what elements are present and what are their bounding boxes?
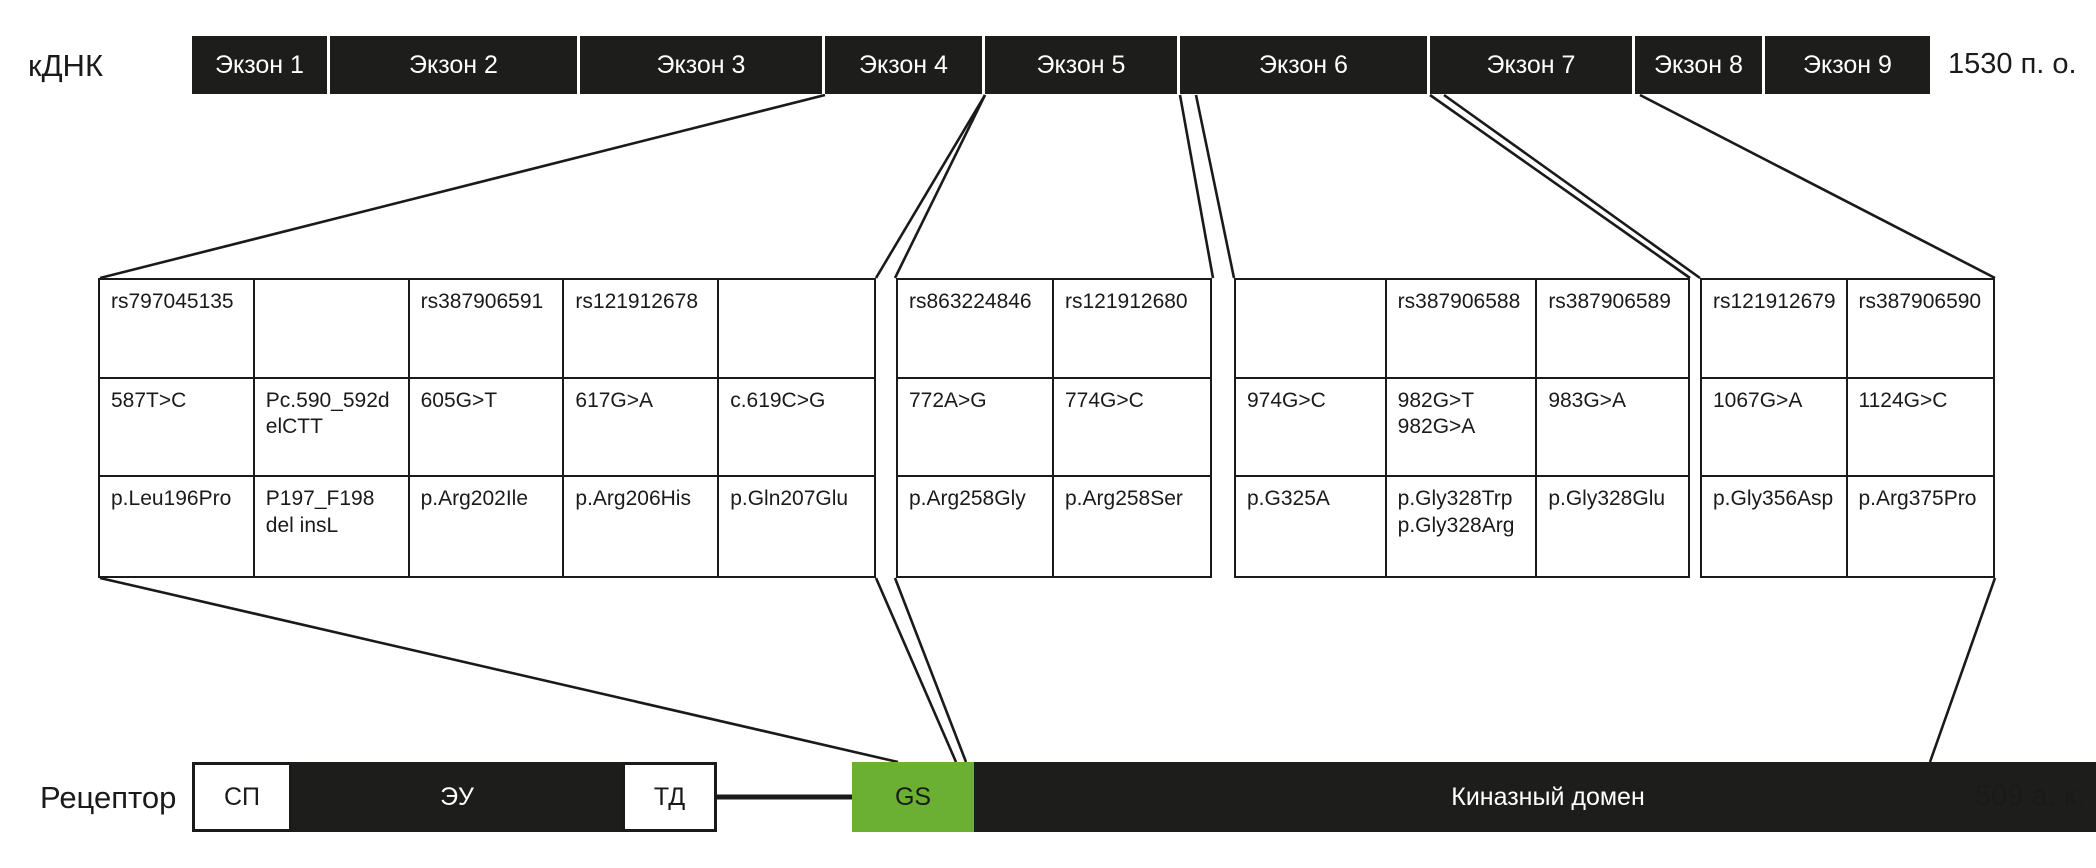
leader-exon3-left [99,93,826,280]
variant-cell-rsid: rs387906589 [1537,280,1688,379]
leader-exon7-right2 [1443,93,1701,280]
leader-down-block2a [874,577,958,763]
exon-label: Экзон 1 [215,50,304,79]
exon-box-6: Экзон 6 [1180,36,1430,94]
variant-column: 974G>C p.G325A [1236,280,1387,576]
variant-column: c.619C>G p.Gln207Glu [719,280,874,576]
leader-exon7-right [1639,93,1996,280]
receptor-domain-label: GS [894,782,932,811]
cdna-length-label: 1530 п. о. [1948,48,2077,80]
receptor-domain-box: Киназный домен [974,762,2096,832]
variant-cell-rsid [254,280,408,379]
variant-cell-protein_change: p.Arg258Gly [909,487,1026,511]
leader-down-block4 [1928,577,1997,763]
variant-cell-cdna_change: 605G>T [409,379,563,478]
variant-cell-cdna_change: 974G>C [1236,379,1385,478]
exon-box-5: Экзон 5 [985,36,1180,94]
variant-cell-protein_change: P197_F198 del insL [265,487,375,537]
exon-label: Экзон 4 [859,50,948,79]
variant-cell-cdna_change: 772A>G [898,379,1052,478]
variant-cell-protein_change: p.Arg258Ser [1065,487,1183,511]
exon-box-2: Экзон 2 [330,36,580,94]
receptor-domain-box: СП [192,762,292,832]
variant-cell-rsid: rs797045135 [100,280,253,379]
variant-cell-protein_change: p.Gly328Trp p.Gly328Arg [1397,487,1515,537]
exon-box-9: Экзон 9 [1765,36,1930,94]
leader-exon7-left [1429,93,1691,280]
receptor-domain-label: ЭУ [440,782,474,811]
variant-cell-rsid: rs121912680 [1054,280,1210,379]
receptor-label: Рецептор [40,780,177,815]
exon-label: Экзон 7 [1486,50,1576,79]
variant-cell-rsid: rs387906591 [409,280,563,379]
variant-cell-cdna_change: 587T>C [100,379,253,478]
receptor-domain-label: Киназный домен [1451,782,1645,811]
variant-cell-protein_change: p.Gln207Glu [730,487,849,511]
receptor-domain-label: СП [223,782,261,811]
leader-exon5-left [1178,94,1215,279]
exon-label: Экзон 3 [656,50,746,79]
cdna-exon-track: Экзон 1 Экзон 2 Экзон 3 Экзон 4 Экзон 5 Экзон… [192,36,1930,94]
exon-label: Экзон 9 [1803,50,1892,79]
exon-label: Экзон 8 [1654,50,1743,79]
variant-cell-cdna_change: Pc.590_592d elCTT [254,379,408,478]
leader-down-block1 [99,576,899,764]
leader-exon4-right [893,94,987,279]
protein-length-label: 509 а. к. [1975,780,2085,812]
variant-cell-cdna_change: 982G>T 982G>A [1386,379,1536,478]
variant-cell-rsid: rs863224846 [898,280,1052,379]
variant-cell-cdna_change: 617G>A [564,379,718,478]
variant-cell-rsid: rs387906590 [1847,280,1993,379]
variant-cell-rsid [1236,280,1385,379]
variant-cell-cdna_change: 983G>A [1537,379,1688,478]
exon-box-1: Экзон 1 [192,36,330,94]
receptor-domain-box: ЭУ [292,762,622,832]
variant-cell-cdna_change: 1124G>C [1847,379,1993,478]
exon-box-4: Экзон 4 [825,36,985,94]
variant-cell-rsid: rs387906588 [1386,280,1536,379]
leader-exon4-left [874,94,987,279]
variant-cell-rsid [719,280,874,379]
variant-cell-cdna_change: 1067G>A [1702,379,1846,478]
leader-exon5-right [1194,94,1236,279]
receptor-domain-box: ТД [622,762,717,832]
variant-cell-protein_change: p.Arg202Ile [420,487,529,511]
variant-cell-rsid: rs121912678 [564,280,718,379]
variant-cell-protein_change: p.Gly328Glu [1548,487,1666,511]
cdna-label: кДНК [28,48,104,83]
variant-cell-rsid: rs121912679 [1702,280,1846,379]
variant-cell-protein_change: p.Gly356Asp [1713,487,1834,511]
leader-down-block2b [893,577,968,763]
variant-cell-protein_change: p.Arg206His [575,487,691,511]
exon-label: Экзон 5 [1036,50,1126,79]
variant-cell-cdna_change: c.619C>G [719,379,874,478]
exon-box-7: Экзон 7 [1430,36,1635,94]
receptor-domain-box: GS [852,762,974,832]
exon-box-3: Экзон 3 [580,36,825,94]
variant-cell-protein_change: p.G325A [1247,487,1330,511]
exon-label: Экзон 2 [409,50,498,79]
exon-box-8: Экзон 8 [1635,36,1765,94]
variant-cell-protein_change: p.Arg375Pro [1858,487,1977,511]
variant-cell-cdna_change: 774G>C [1054,379,1210,478]
variant-cell-protein_change: p.Leu196Pro [111,487,232,511]
variant-column: Pc.590_592d elCTT P197_F198 del insL [254,280,410,576]
exon-label: Экзон 6 [1259,50,1348,79]
receptor-domain-label: ТД [653,782,686,811]
